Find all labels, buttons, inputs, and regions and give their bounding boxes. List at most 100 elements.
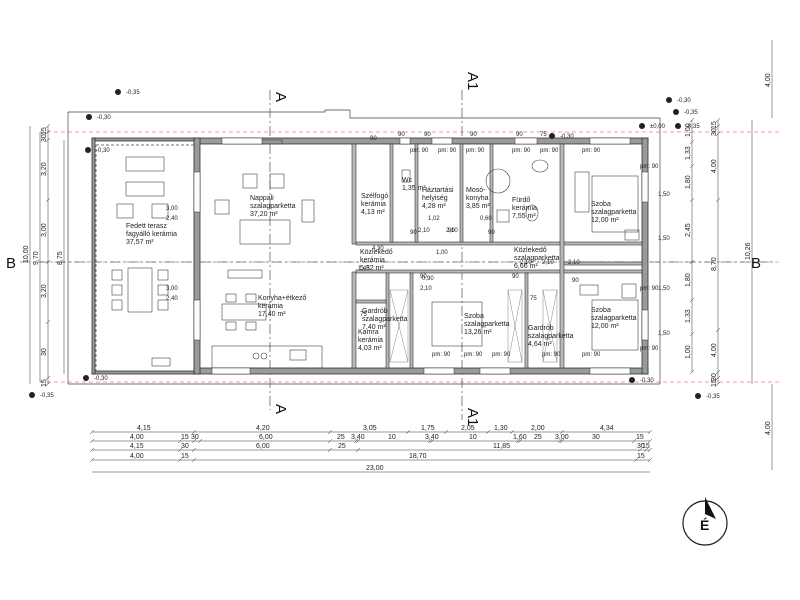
- room-label-hall1: kerámia: [360, 257, 385, 264]
- opening-label: pm: 90: [432, 352, 451, 358]
- room-label-pantry: kerámia: [358, 337, 383, 344]
- dim-label: 1,75: [421, 425, 435, 432]
- compass-needle-icon: [705, 497, 716, 519]
- inner-dim-label: 2,40: [166, 296, 178, 302]
- dim-label: 1,80: [685, 175, 692, 189]
- opening-label: pm: 90: [640, 346, 659, 352]
- inner-dim-label: 2,40: [166, 216, 178, 222]
- room-label-hall2: 6,66 m²: [514, 263, 538, 270]
- room-label-bath: Fürdő: [512, 197, 530, 204]
- dim-label: 3,40: [425, 434, 439, 441]
- room-label-hall1: Közlekedő: [360, 249, 393, 256]
- dim-label: 1,30: [494, 425, 508, 432]
- dim-tick: [485, 429, 491, 435]
- dim-tick: [45, 381, 51, 387]
- opening-label: pm: 90: [438, 148, 457, 154]
- section-a1-bottom: A1: [464, 408, 481, 426]
- opening-label: pm: 90: [466, 148, 485, 154]
- room-label-terrace: Fedett terasz: [126, 223, 167, 230]
- inner-dim-label: 1,50: [658, 286, 670, 292]
- dim-tick: [715, 375, 721, 381]
- dim-label: 6,00: [259, 434, 273, 441]
- inner-dim-label: 1,00: [436, 250, 448, 256]
- room-label-hall1: 5,32 m²: [360, 265, 384, 272]
- dim-label: 1,33: [685, 146, 692, 160]
- room-label-room1: Szoba: [464, 313, 484, 320]
- door-width-label: 75: [530, 296, 537, 302]
- room-label-terrace: fagyálló kerámia: [126, 231, 177, 238]
- room-label-ward1: szalagparketta: [362, 316, 408, 323]
- level-value: -0,30: [560, 134, 574, 140]
- level-value: -0,35: [126, 90, 140, 96]
- dim-tick: [89, 438, 95, 444]
- dim-tick: [517, 438, 523, 444]
- dim-tick: [45, 319, 51, 325]
- dim-tick: [443, 429, 449, 435]
- room-label-room2: Szoba: [591, 201, 611, 208]
- room-label-utility: Háztartási: [422, 187, 454, 194]
- inner-dim-label: 2,10: [420, 286, 432, 292]
- level-value: -0,30: [96, 148, 110, 154]
- dim-label: 10: [388, 434, 396, 441]
- dim-tick: [715, 381, 721, 387]
- dim-total-label: 23,00: [366, 465, 384, 472]
- dim-tick: [177, 457, 183, 463]
- opening-label: pm: 90: [512, 148, 531, 154]
- dim-tick: [689, 331, 695, 337]
- dim-tick: [191, 447, 197, 453]
- inner-dim-label: 2,10: [542, 260, 554, 266]
- dim-tick: [509, 429, 515, 435]
- door-width-label: 90: [572, 278, 579, 284]
- dim-label: 1,33: [685, 309, 692, 323]
- section-marks: A A A1 A1 B B: [6, 72, 761, 426]
- dim-label: 4,20: [256, 425, 270, 432]
- dim-tick: [715, 131, 721, 137]
- dim-label: 30: [637, 443, 645, 450]
- dim-tick: [353, 438, 359, 444]
- room-label-wc: Wc: [402, 177, 413, 184]
- dim-label: 1,00: [685, 345, 692, 359]
- dim-label: 30: [711, 128, 718, 136]
- dim-label: 4,00: [711, 159, 718, 173]
- room-label-pantry: 4,03 m²: [358, 345, 382, 352]
- door-width-label: 90: [488, 230, 495, 236]
- opening-label: pm: 90: [582, 148, 601, 154]
- inner-dim-label: 0,60: [480, 216, 492, 222]
- dim-label: 4,15: [130, 443, 144, 450]
- door-width-label: 90: [470, 132, 477, 138]
- door-width-label: 90: [370, 136, 377, 142]
- dim-tick: [429, 438, 435, 444]
- opening-label: pm: 90: [492, 352, 511, 358]
- level-marker: -0,30: [85, 147, 110, 154]
- dim-tick: [647, 429, 653, 435]
- dim-tick: [559, 438, 565, 444]
- building-walls: [91, 137, 649, 375]
- room-label-wind: Szélfogó: [361, 193, 388, 200]
- inner-dim-label: 2,10: [446, 228, 458, 234]
- dim-label: 25: [338, 443, 346, 450]
- level-value: -0,35: [40, 393, 54, 399]
- level-value: -0,35: [686, 124, 700, 130]
- dim-tick: [647, 457, 653, 463]
- level-marker: -0,30: [86, 114, 111, 121]
- room-label-room3: 12,00 m²: [591, 323, 619, 330]
- room-label-living: szalagparketta: [250, 203, 296, 210]
- dim-label: 4,00: [711, 343, 718, 357]
- inner-dim-label: 1,50: [658, 331, 670, 337]
- dim-label: 15: [636, 434, 644, 441]
- room-label-wind: kerámia: [361, 201, 386, 208]
- dim-tick: [643, 447, 649, 453]
- room-label-room2: szalagparketta: [591, 209, 637, 216]
- room-label-room3: Szoba: [591, 307, 611, 314]
- level-marker-icon: [29, 392, 35, 398]
- room-label-ward2: szalagparketta: [528, 333, 574, 340]
- room-label-laundry: Mosó-: [466, 187, 486, 194]
- dim-label: 3,20: [41, 284, 48, 298]
- section-a-top: A: [272, 92, 289, 102]
- level-marker: -0,35: [695, 393, 720, 400]
- dim-label: 25: [534, 434, 542, 441]
- opening-label: pm: 90: [542, 352, 561, 358]
- dim-tick: [191, 429, 197, 435]
- level-marker-icon: [639, 123, 645, 129]
- dim-label: 10,26: [745, 242, 752, 260]
